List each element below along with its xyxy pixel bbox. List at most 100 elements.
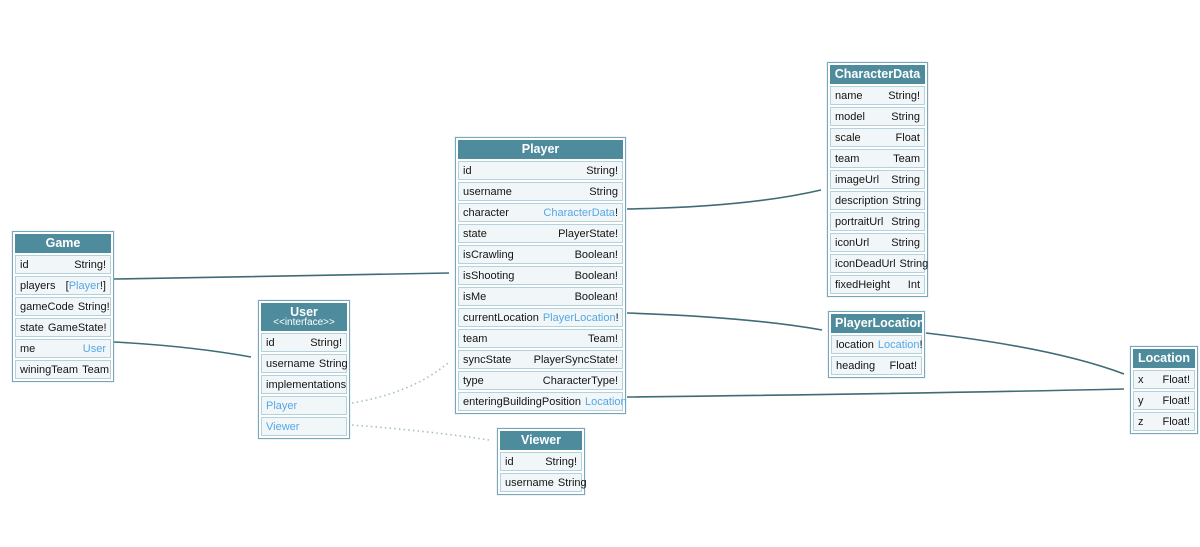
- field-name: isShooting: [463, 269, 515, 282]
- type-link[interactable]: Location: [585, 395, 627, 408]
- node-header-location[interactable]: Location: [1133, 349, 1195, 368]
- field-name: isMe: [463, 290, 487, 303]
- field-row-imageurl[interactable]: imageUrl String: [830, 170, 925, 189]
- edge-player-enteringbuildingposition-to-location: [626, 388, 1125, 398]
- type-text: GameState!: [47, 321, 107, 334]
- field-row-y[interactable]: y Float!: [1133, 391, 1195, 410]
- node-header-characterdata[interactable]: CharacterData: [830, 65, 925, 84]
- field-row-player[interactable]: Player: [261, 396, 347, 415]
- node-header-user[interactable]: User<<interface>>: [261, 303, 347, 331]
- field-type: Float: [896, 132, 920, 144]
- field-row-currentlocation[interactable]: currentLocation PlayerLocation!: [458, 308, 623, 327]
- field-name: currentLocation: [463, 311, 539, 324]
- field-name: id: [266, 336, 275, 349]
- field-name: implementations: [266, 378, 347, 391]
- field-name: team: [835, 152, 860, 165]
- field-name: z: [1138, 415, 1144, 428]
- field-name: state: [463, 227, 487, 240]
- field-name: scale: [835, 131, 861, 144]
- node-header-player[interactable]: Player: [458, 140, 623, 159]
- node-header-viewer[interactable]: Viewer: [500, 431, 582, 450]
- field-row-name[interactable]: name String!: [830, 86, 925, 105]
- field-name: y: [1138, 394, 1144, 407]
- field-name: imageUrl: [835, 173, 880, 186]
- field-name: character: [463, 206, 509, 219]
- implementation-type-link[interactable]: Player: [266, 399, 298, 412]
- field-name: players: [20, 279, 56, 292]
- edge-user-viewer-impl-to-viewer: [351, 424, 490, 441]
- type-link[interactable]: PlayerLocation: [542, 311, 616, 324]
- field-row-players[interactable]: players[Player!]: [15, 276, 111, 295]
- field-name: id: [505, 455, 514, 468]
- field-type: Location: [585, 396, 627, 408]
- type-text: Float!: [1162, 373, 1190, 386]
- type-link[interactable]: Player: [68, 279, 100, 292]
- node-header-playerlocation[interactable]: PlayerLocation: [831, 314, 925, 333]
- type-text: String: [557, 476, 587, 489]
- field-name: username: [463, 185, 512, 198]
- implementation-type-link[interactable]: Viewer: [266, 420, 300, 433]
- node-title: Viewer: [520, 433, 562, 447]
- type-link[interactable]: Location: [877, 338, 920, 351]
- field-type: PlayerLocation!: [543, 312, 619, 324]
- field-row-viewer[interactable]: Viewer: [261, 417, 347, 436]
- field-type: String!: [586, 165, 618, 177]
- type-text: Float!: [1162, 415, 1190, 428]
- field-name: description: [835, 194, 889, 207]
- type-link[interactable]: CharacterData: [543, 206, 615, 219]
- type-text: String!: [888, 89, 920, 102]
- type-text: Float!: [1162, 394, 1190, 407]
- field-name: name: [835, 89, 863, 102]
- field-type: String: [891, 216, 920, 228]
- type-link[interactable]: User: [82, 342, 106, 355]
- field-row-z[interactable]: z Float!: [1133, 412, 1195, 431]
- type-text: String: [891, 215, 920, 228]
- node-header-game[interactable]: Game: [15, 234, 111, 253]
- type-text: !: [919, 338, 923, 351]
- field-row-implementations[interactable]: implementations: [261, 375, 347, 394]
- type-text: String: [891, 173, 920, 186]
- type-text: String: [891, 110, 920, 123]
- node-title: Game: [45, 236, 81, 250]
- field-type: String!: [78, 301, 110, 313]
- field-row-scale[interactable]: scale Float: [830, 128, 925, 147]
